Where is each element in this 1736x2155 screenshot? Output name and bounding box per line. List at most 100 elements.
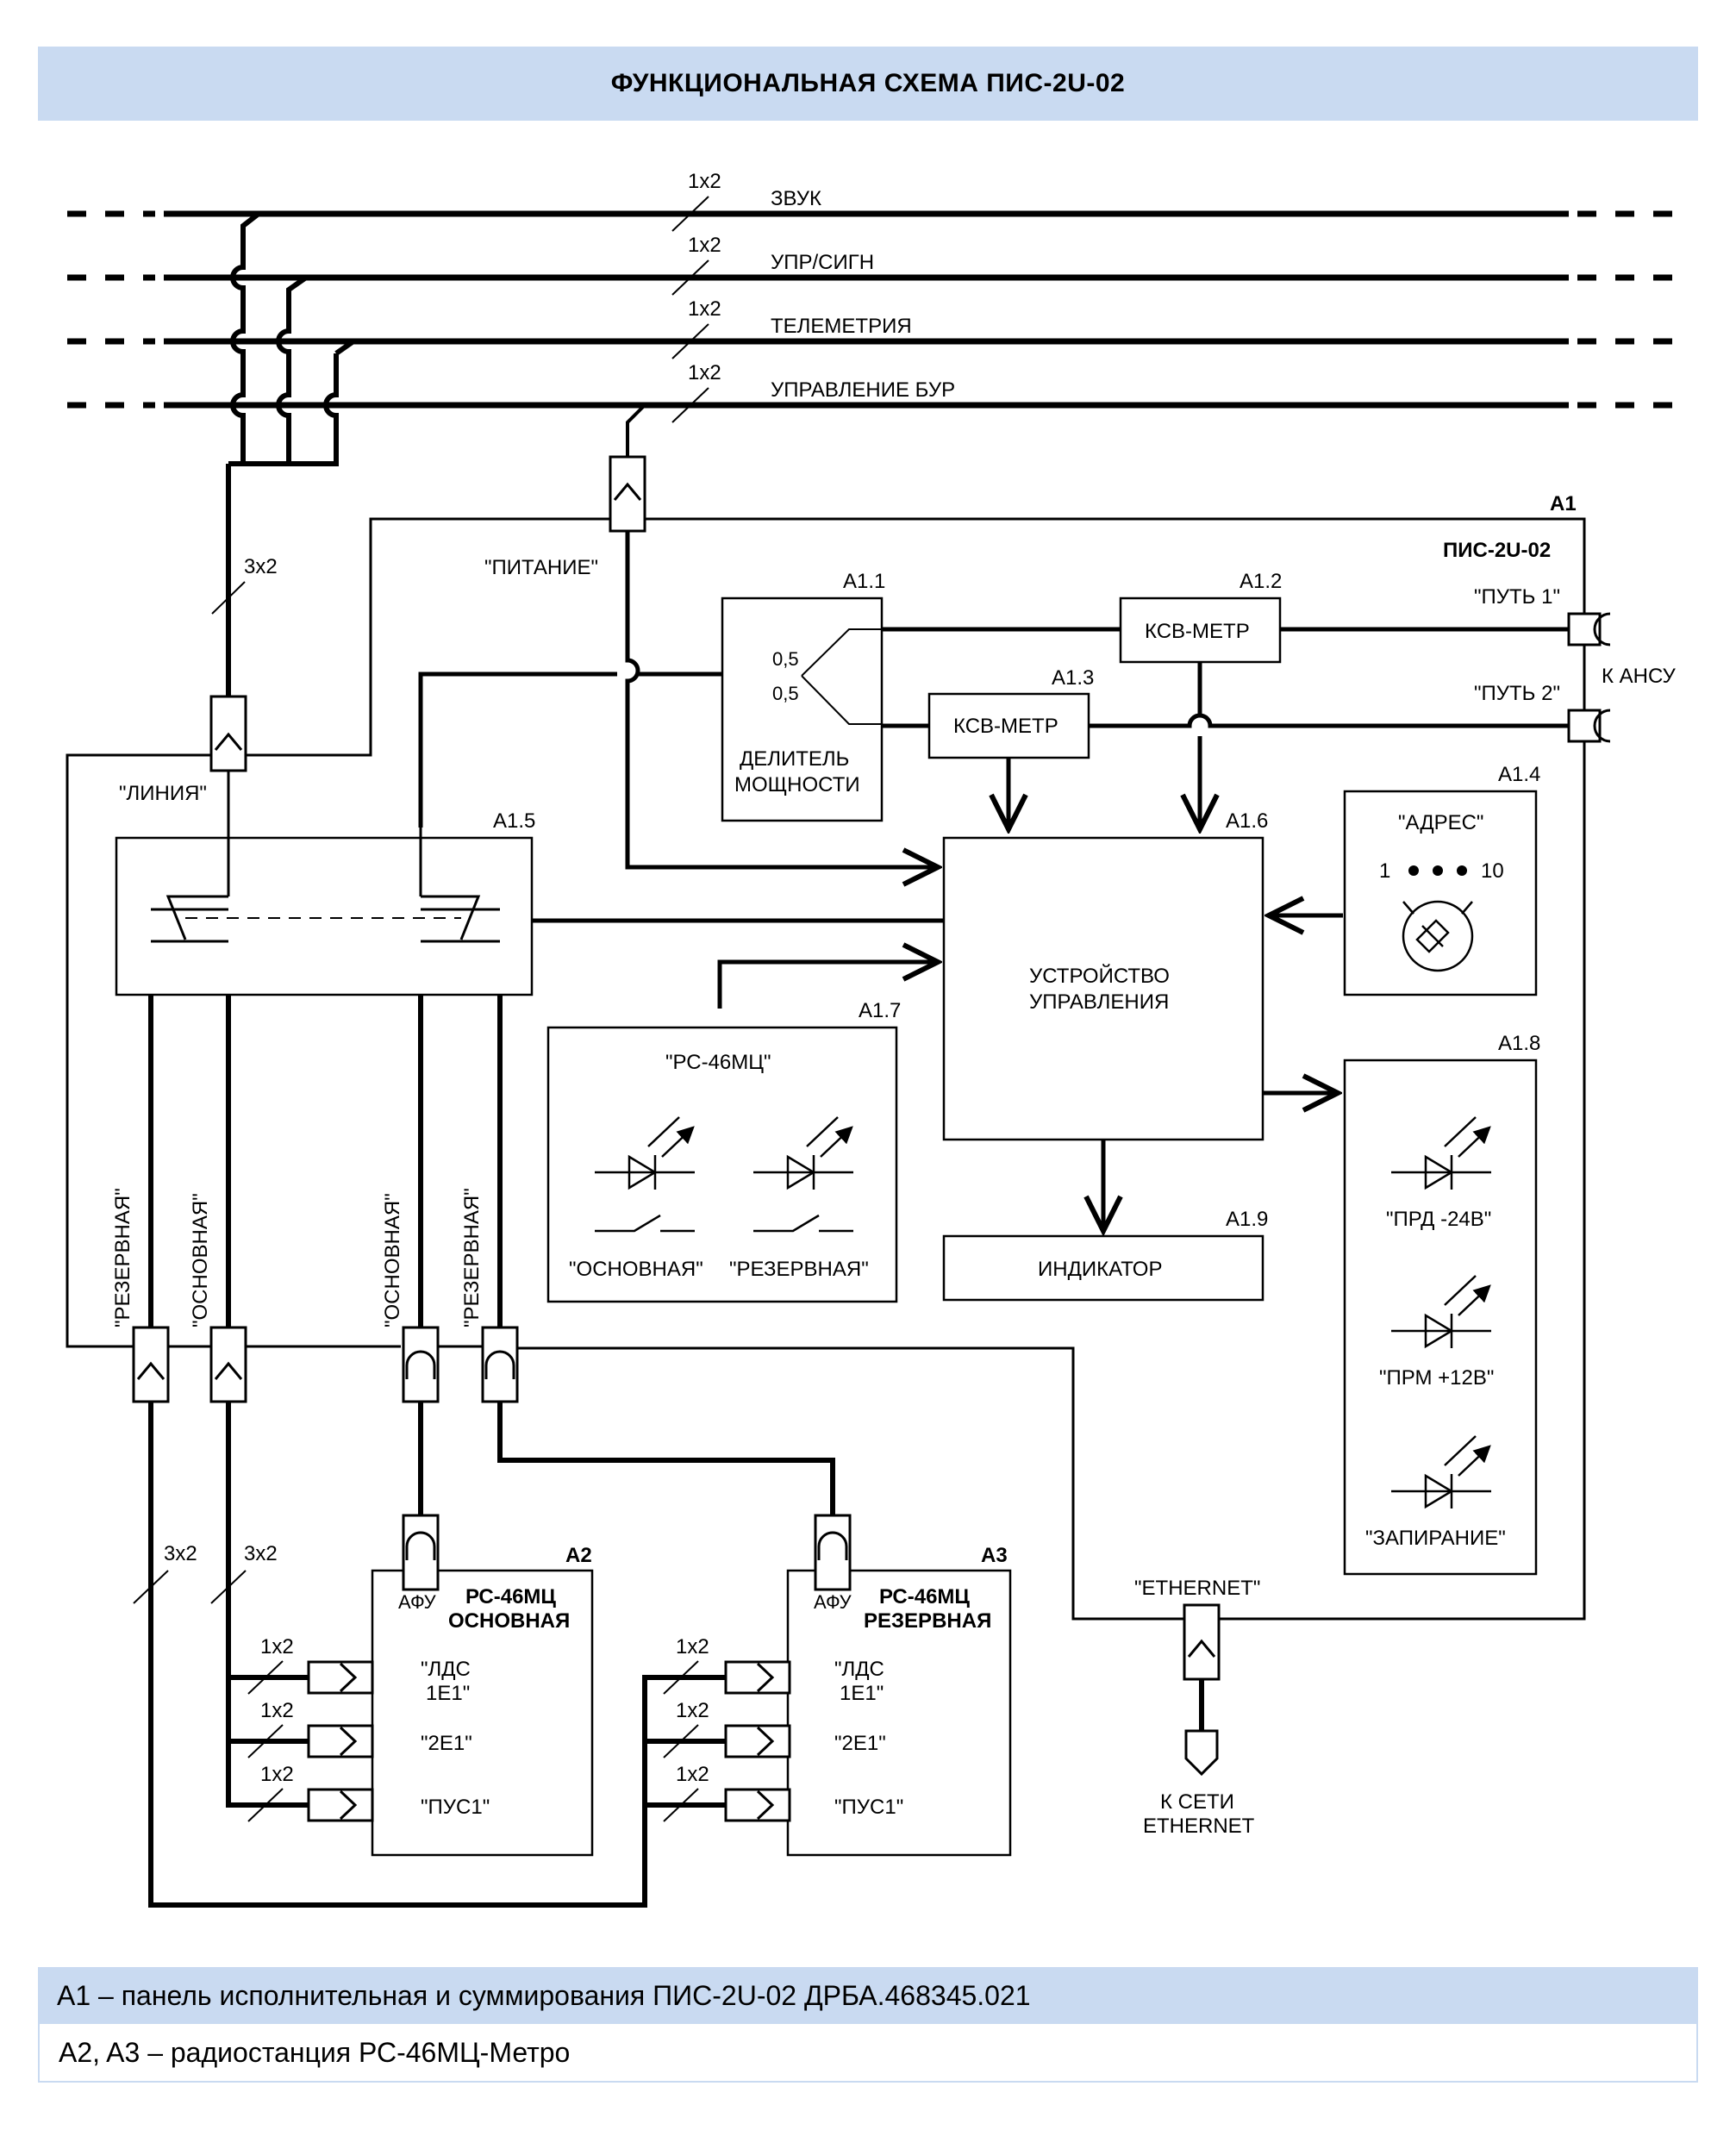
a2-box [371, 1569, 594, 1857]
a2-port-1-label-1: "ЛДС [421, 1658, 471, 1681]
a3-afu: АФУ [814, 1591, 852, 1613]
bus-label-telemetry: ТЕЛЕМЕТРИЯ [771, 315, 912, 338]
a1-7-ref: A1.7 [859, 999, 901, 1022]
diagram-title: ФУНКЦИОНАЛЬНАЯ СХЕМА ПИС-2U-02 [38, 47, 1698, 121]
a1-4-max: 10 [1481, 859, 1504, 883]
a2-cable-2: 1x2 [260, 1699, 294, 1722]
a1-6-ref: A1.6 [1226, 809, 1268, 833]
a2-port-2 [307, 1724, 374, 1758]
path2-label: "ПУТЬ 2" [1474, 682, 1560, 705]
a3-port-2 [724, 1724, 791, 1758]
a1-3-ref: A1.3 [1052, 666, 1094, 690]
a2-port-1-label-2: 1Е1" [426, 1682, 470, 1705]
a1-frame [66, 517, 1586, 1621]
path1-connector [1567, 612, 1611, 646]
bus-slashes [671, 196, 709, 423]
a1-5-box [115, 836, 534, 996]
a1-ref: A1 [1550, 492, 1577, 515]
a2-ref: A2 [565, 1544, 592, 1567]
main-label-1: "ОСНОВНАЯ" [189, 1193, 212, 1327]
bus-lines [164, 210, 1569, 409]
a1-2-name: КСВ-МЕТР [1145, 620, 1250, 643]
main-label-2: "ОСНОВНАЯ" [381, 1193, 404, 1327]
bus-label-sound: ЗВУК [771, 187, 821, 210]
a1-4-box [1343, 790, 1538, 996]
a3-name-1: РС-46МЦ [879, 1585, 970, 1608]
a1-name: ПИС-2U-02 [1443, 539, 1551, 562]
a3-port-3-label: "ПУС1" [834, 1796, 903, 1819]
a3-port-1-label-1: "ЛДС [834, 1658, 884, 1681]
a1-1-ratio-2: 0,5 [772, 683, 799, 704]
a1-1-ratio-1: 0,5 [772, 648, 799, 670]
a2-afu: АФУ [398, 1591, 437, 1613]
a1-6-name-2: УПРАВЛЕНИЯ [1029, 990, 1169, 1014]
a2-name-2: ОСНОВНАЯ [448, 1609, 570, 1633]
a1-7-right: "РЕЗЕРВНАЯ" [729, 1258, 869, 1281]
to-ethernet-2: ETHERNET [1143, 1815, 1255, 1838]
to-ansu-label: К АНСУ [1602, 665, 1677, 688]
a3-cable-2: 1x2 [676, 1699, 709, 1722]
a2-port-3 [307, 1788, 374, 1822]
a1-1-box [721, 597, 884, 822]
a3-port-1-label-2: 1Е1" [840, 1682, 884, 1705]
address-switch-icon [1402, 900, 1474, 972]
a1-8-led1: "ПРД -24В" [1386, 1208, 1491, 1231]
ethernet-plug [1184, 1729, 1219, 1777]
a3-box [786, 1569, 1012, 1857]
a1-1-name-2: МОЩНОСТИ [734, 773, 860, 796]
a2-afu-connector [402, 1514, 440, 1591]
led-rx-icon [1391, 1276, 1491, 1349]
a1-5-ref: A1.5 [493, 809, 535, 833]
a1-1-ref: A1.1 [843, 570, 885, 593]
a1-4-min: 1 [1379, 859, 1390, 883]
a3-cable-3: 1x2 [676, 1763, 709, 1786]
a1-3-name: КСВ-МЕТР [953, 715, 1058, 738]
a2-port-2-label: "2Е1" [421, 1732, 472, 1755]
legend-a2-a3: A2, A3 – радиостанция РС-46МЦ-Метро [38, 2024, 1698, 2083]
bus-label-control: УПР/СИГН [771, 251, 874, 274]
bus-label-bur: УПРАВЛЕНИЕ БУР [771, 378, 955, 402]
bottom-connector-4 [481, 1326, 519, 1403]
a1-4-name: "АДРЕС" [1398, 811, 1483, 834]
cable-3x2-label-a: 3x2 [164, 1542, 197, 1565]
led-reserve-icon [753, 1117, 853, 1233]
a3-ref: A3 [981, 1544, 1008, 1567]
a1-6-name-1: УСТРОЙСТВО [1029, 964, 1170, 988]
a1-8-box [1343, 1059, 1538, 1576]
a1-8-led2: "ПРМ +12В" [1379, 1366, 1494, 1390]
led-tx-icon [1391, 1117, 1491, 1190]
to-ethernet-1: К СЕТИ [1160, 1790, 1234, 1814]
bus-mult-4: 1x2 [688, 361, 721, 384]
led-main-icon [595, 1117, 695, 1233]
a1-6-box [942, 836, 1265, 1141]
power-connector [609, 455, 646, 533]
a2-name-1: РС-46МЦ [465, 1585, 556, 1608]
a1-9-box [942, 1234, 1265, 1302]
a3-afu-connector [814, 1514, 852, 1591]
bottom-connector-3 [402, 1326, 440, 1403]
functional-diagram: 1x2 1x2 1x2 1x2 ЗВУК УПР/СИГН ТЕЛЕМЕТРИЯ… [66, 170, 1677, 1908]
a1-8-ref: A1.8 [1498, 1032, 1540, 1055]
reserve-label-2: "РЕЗЕРВНАЯ" [460, 1188, 484, 1327]
a2-port-3-label: "ПУС1" [421, 1796, 490, 1819]
bottom-connector-1 [132, 1326, 170, 1403]
a1-9-name: ИНДИКАТОР [1038, 1258, 1162, 1281]
path2-connector [1567, 709, 1611, 743]
a3-port-1 [724, 1660, 791, 1695]
a2-cable-3: 1x2 [260, 1763, 294, 1786]
a3-port-2-label: "2Е1" [834, 1732, 886, 1755]
bottom-connector-2 [209, 1326, 247, 1403]
cable-3x2-slash [211, 581, 246, 615]
bus-mult-1: 1x2 [688, 170, 721, 193]
line-label: "ЛИНИЯ" [119, 782, 207, 805]
a1-9-ref: A1.9 [1226, 1208, 1268, 1231]
bus-dashes [67, 210, 1672, 409]
a1-2-ref: A1.2 [1240, 570, 1282, 593]
a1-7-box [546, 1026, 898, 1303]
bus-mult-2: 1x2 [688, 234, 721, 257]
a1-1-name-1: ДЕЛИТЕЛЬ [740, 747, 849, 771]
cable-3x2-label-b: 3x2 [244, 1542, 278, 1565]
ethernet-label: "ETHERNET" [1134, 1577, 1260, 1600]
a2-cable-1: 1x2 [260, 1635, 294, 1658]
led-lock-icon [1391, 1436, 1491, 1509]
